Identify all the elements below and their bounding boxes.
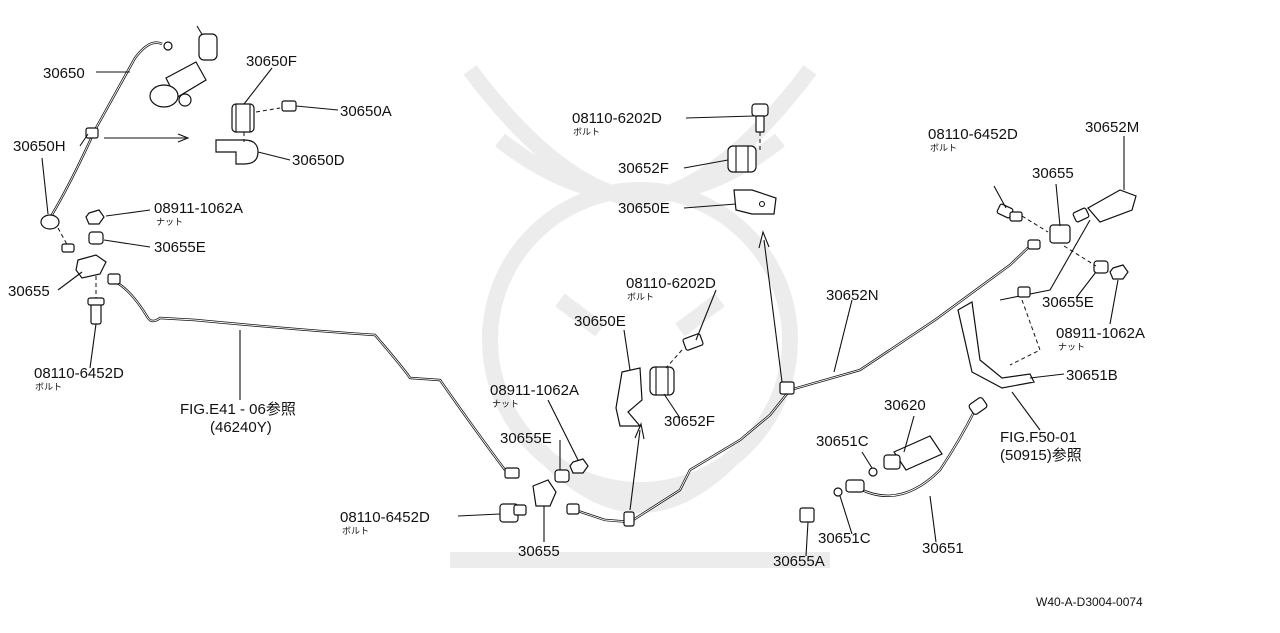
label-30650e-top: 30650E [618, 200, 670, 217]
label-30655-right: 30655 [1032, 165, 1074, 182]
right-mount-hardware [996, 189, 1137, 366]
pipe-clip-mid [623, 511, 635, 527]
label-30652m: 30652M [1085, 119, 1139, 136]
operating-cylinder-group [799, 397, 988, 523]
label-08110-6202-mid: 08110-6202D [626, 275, 716, 292]
master-cylinder-assembly [149, 25, 218, 108]
bolt-left-a [61, 243, 75, 253]
label-08110-left: 08110-6452D [34, 365, 124, 382]
label-30655e-top: 30655E [154, 239, 206, 256]
label-fig-f50-code: (50915)参照 [1000, 447, 1082, 464]
label-30651b: 30651B [1066, 367, 1118, 384]
label-30651c-b: 30651C [818, 530, 871, 547]
arrow-up-center [629, 429, 641, 511]
label-30655e-right: 30655E [1042, 294, 1094, 311]
label-30650e-mid: 30650E [574, 313, 626, 330]
label-08110-right-sub: ボルト [930, 143, 957, 154]
label-30655e-mid: 30655E [500, 430, 552, 447]
main-clutch-pipe [111, 278, 506, 471]
label-fig-f50: FIG.F50-01 [1000, 429, 1077, 446]
diagram-code: W40-A-D3004-0074 [1036, 595, 1143, 609]
label-30655-bottom: 30655 [518, 543, 560, 560]
label-30650h: 30650H [13, 138, 66, 155]
label-30655a: 30655A [773, 553, 825, 570]
pipe-clip-30650h [85, 127, 99, 139]
label-08911-mid-sub: ナット [492, 399, 519, 410]
bracket-30651b [957, 301, 1035, 389]
arrow-up-right [763, 239, 783, 383]
label-08110-bottom-sub: ボルト [342, 526, 369, 537]
label-08911-top-sub: ナット [156, 217, 183, 228]
bracket-30650d-group [215, 100, 297, 165]
label-fig-e41-code: (46240Y) [210, 419, 272, 436]
center-mount-hardware [499, 458, 589, 523]
label-30650a: 30650A [340, 103, 392, 120]
label-fig-e41: FIG.E41 - 06参照 [180, 401, 296, 418]
pipe-clip-right [779, 381, 795, 395]
center-bracket-group [615, 333, 704, 427]
pipe-end-a [566, 503, 580, 515]
left-mount-hardware [75, 209, 107, 325]
label-30650d: 30650D [292, 152, 345, 169]
label-08110-right: 08110-6452D [928, 126, 1018, 143]
label-30652f-mid: 30652F [664, 413, 715, 430]
pipe-end-right [1027, 239, 1041, 250]
label-08110-bottom: 08110-6452D [340, 509, 430, 526]
part-labels: 30650 30650F 30650A 30650H 30650D 08911-… [8, 53, 1145, 609]
label-30651c-a: 30651C [816, 433, 869, 450]
label-30652n: 30652N [826, 287, 879, 304]
label-08110-left-sub: ボルト [35, 382, 62, 393]
label-08911-right: 08911-1062A [1056, 325, 1145, 342]
label-30620: 30620 [884, 397, 926, 414]
label-30650: 30650 [43, 65, 85, 82]
leader-lines [41, 67, 1125, 557]
label-08110-6202-top: 08110-6202D [572, 110, 662, 127]
grommet-30650h [40, 214, 60, 230]
label-30650f: 30650F [246, 53, 297, 70]
pipe-end-mid [504, 467, 520, 479]
label-30655-top: 30655 [8, 283, 50, 300]
label-30652f: 30652F [618, 160, 669, 177]
label-08911-mid: 08911-1062A [490, 382, 579, 399]
label-08110-6202-mid-sub: ボルト [627, 292, 654, 303]
label-08911-top: 08911-1062A [154, 200, 243, 217]
pipe-end-left [107, 273, 121, 285]
label-08110-6202-top-sub: ボルト [573, 127, 600, 138]
label-30651: 30651 [922, 540, 964, 557]
label-08911-right-sub: ナット [1058, 342, 1085, 353]
top-center-group [727, 103, 777, 215]
